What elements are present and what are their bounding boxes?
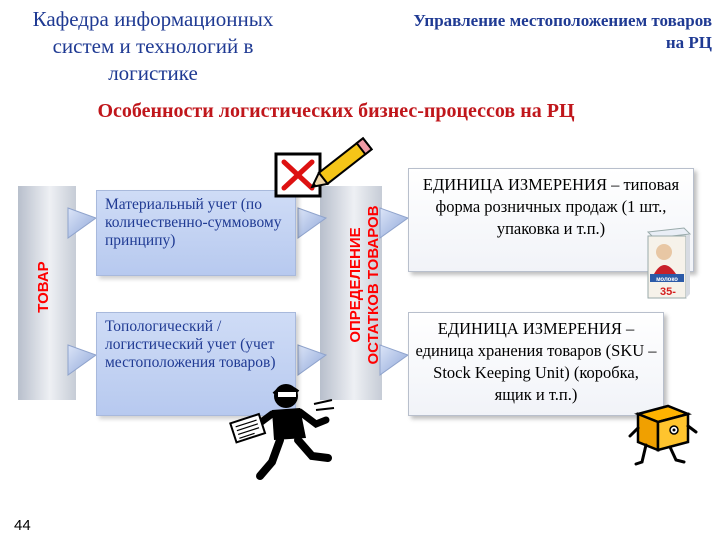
arrow-right-top — [379, 207, 410, 239]
checkbox-pencil-icon — [274, 136, 374, 198]
arrow-right-bottom — [379, 344, 410, 376]
milk-price-label: 35- — [660, 286, 676, 298]
topological-accounting-box: Топологический / логистический учет (уче… — [96, 312, 296, 416]
running-man-icon — [229, 384, 335, 480]
storage-unit-box: ЕДИНИЦА ИЗМЕРЕНИЯ – единица хранения тов… — [408, 312, 664, 416]
milk-package-icon: молоко 35- — [646, 227, 692, 299]
arrow-mid-top-in — [297, 207, 328, 239]
balances-bar — [320, 186, 382, 400]
milk-package-picture: молоко 35- — [644, 226, 692, 300]
retail-unit-box: ЕДИНИЦА ИЗМЕРЕНИЯ – типовая форма рознич… — [408, 168, 694, 272]
arrow-mid-bottom-in — [297, 344, 328, 376]
topic-title: Управление местоположением товаров на РЦ — [413, 11, 712, 52]
material-accounting-box: Материальный учет (по количественно-сумм… — [96, 190, 296, 276]
department-title: Кафедра информационных систем и технолог… — [32, 7, 274, 85]
arrow-left-top — [67, 207, 98, 239]
page-number: 44 — [14, 517, 31, 534]
slide-subtitle: Особенности логистических бизнес-процесс… — [97, 100, 575, 122]
walking-box-icon — [628, 404, 698, 466]
item-bar — [18, 186, 76, 400]
arrow-left-bottom — [67, 344, 98, 376]
milk-brand-label: молоко — [656, 277, 678, 283]
